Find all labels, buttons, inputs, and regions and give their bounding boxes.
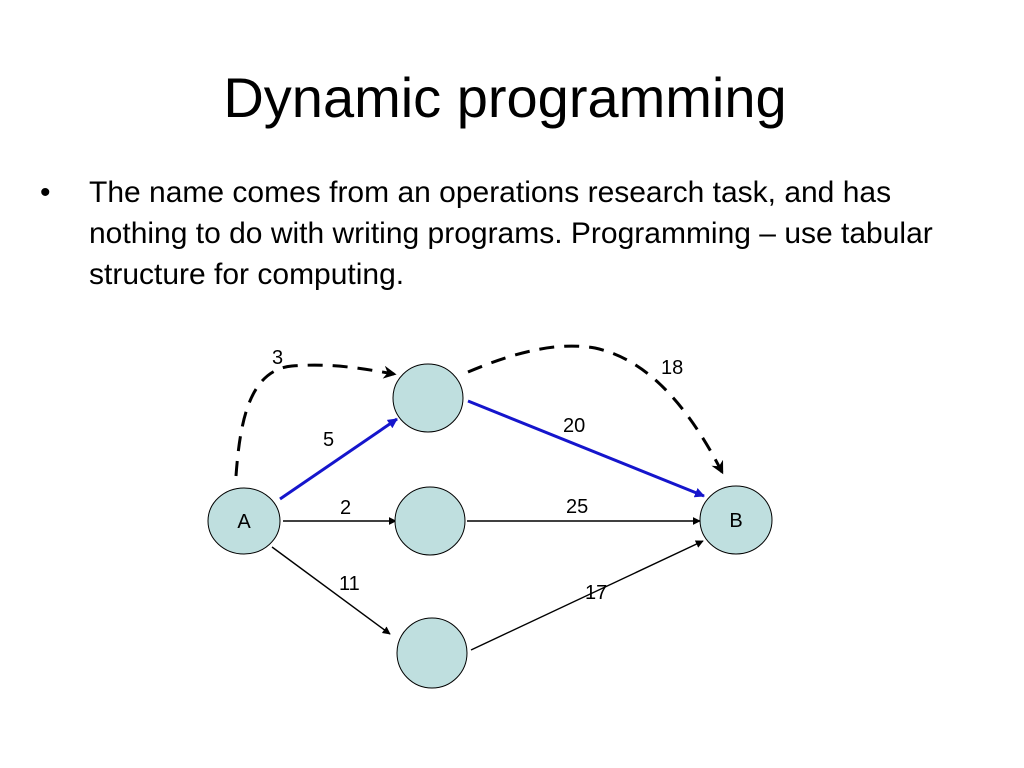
edge-top-b <box>467 399 705 498</box>
slide-title: Dynamic programming <box>223 66 787 129</box>
edge-a-top <box>279 417 398 501</box>
node-middle <box>394 486 466 556</box>
node-bottom <box>396 617 468 689</box>
node-top <box>392 363 464 433</box>
edge-dashed-top-b <box>467 344 724 475</box>
edge-dashed-a-top <box>234 363 397 477</box>
weight-label-middle-b: 25 <box>566 496 588 518</box>
bullet-icon: • <box>40 176 51 209</box>
node-a: A <box>207 487 281 555</box>
bullet-text: The name comes from an operations resear… <box>89 176 933 291</box>
edge-a-bottom <box>271 546 391 635</box>
weight-label-dashed-a-top: 3 <box>272 347 283 369</box>
weight-label-dashed-top-b: 18 <box>661 357 683 379</box>
edge-bottom-b <box>470 540 704 651</box>
weight-label-top-b: 20 <box>563 415 585 437</box>
weight-label-a-top: 5 <box>323 429 334 451</box>
weight-label-a-bottom: 11 <box>339 573 360 595</box>
node-b-label: B <box>729 510 742 532</box>
weight-label-a-middle: 2 <box>340 497 351 519</box>
node-b: B <box>699 485 773 555</box>
weight-label-bottom-b: 17 <box>585 582 607 604</box>
node-a-label: A <box>237 511 251 533</box>
